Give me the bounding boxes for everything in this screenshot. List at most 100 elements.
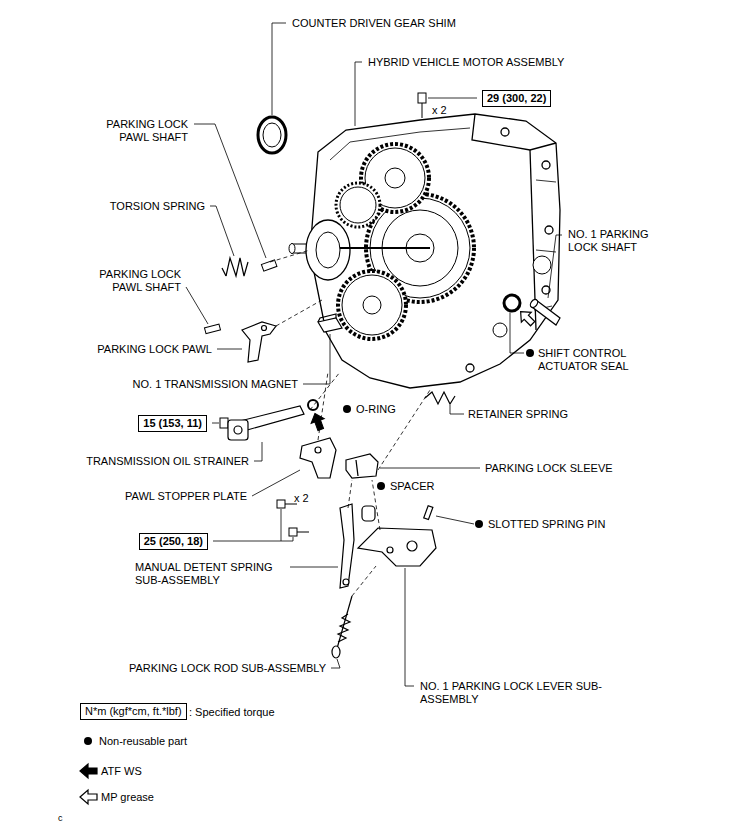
part-label: PARKING LOCK SLEEVE [485,462,613,475]
parking-lock-pawl [242,322,276,362]
bolt [418,93,426,103]
transmission-magnet [318,314,342,332]
housing [533,256,551,274]
housing [493,323,507,337]
oil-strainer [234,426,242,434]
legend-text: Non-reusable part [99,735,187,748]
non-reusable-dot [343,405,351,413]
leader-line [355,62,362,126]
parking-lock-rod [332,646,340,658]
leader-line [548,235,562,298]
legend-text: : Specified torque [189,706,275,719]
legend-arrow [80,764,97,778]
non-reusable-dot [84,737,92,745]
torque-value: 29 (300, 22) [487,92,546,104]
actuator-seal [504,295,520,311]
torque-value: N*m (kgf*cm, ft.*lbf) [85,705,182,717]
gear-set [289,144,474,339]
oil-strainer [228,420,248,440]
torsion-spring [222,258,248,276]
housing [472,114,556,150]
manual-detent-spring [340,504,354,588]
bolt [422,103,423,118]
leader-line [405,568,414,686]
leader-line [217,349,242,350]
part-label: TRANSMISSION OIL STRAINER [86,455,249,468]
part-label: NO. 1 PARKING LOCK LEVER SUB-ASSEMBLY [420,680,605,706]
transmission-magnet [318,314,336,322]
gear-set [316,232,340,268]
torque-value: 15 (153, 11) [143,417,202,429]
part-label: PARKING LOCK ROD SUB-ASSEMBLY [129,662,326,675]
gear-set [306,220,350,280]
part-label: NO. 1 PARKING LOCK SHAFT [568,228,668,254]
parking-lock-lever [387,547,393,553]
housing [466,364,474,372]
leader-line [213,509,281,541]
parking-lock-lever [358,528,436,566]
leader-line [194,124,266,258]
leader-line [303,334,330,384]
torsion-spring [222,268,226,276]
parking-lock-sleeve [356,460,358,476]
legend-text: MP grease [101,791,154,804]
leader-line [331,659,340,668]
spacer [362,506,375,521]
gear-set [363,296,381,314]
manual-detent-spring [340,504,354,588]
alignment-line [352,566,376,596]
part-label: PARKING LOCK PAWL [97,343,212,356]
actuator-seal [504,295,520,311]
retainer-spring [425,392,455,404]
leader-line [272,23,286,115]
gear-set [338,271,406,339]
alignment-line [348,480,352,508]
leader-line [254,442,262,461]
part-label: COUNTER DRIVEN GEAR SHIM [292,17,456,30]
leader-line [252,470,300,496]
gear-set [385,168,405,188]
bolt [297,532,309,533]
parking-lock-pawl-shaft [204,324,220,334]
non-reusable-dot [475,520,483,528]
mp-grease-arrow [516,307,538,329]
part-label: MANUAL DETENT SPRING SUB-ASSEMBLY [135,561,295,587]
gear-set [340,247,430,249]
alignment-line [270,250,430,596]
retainer-spring [425,392,455,404]
part-label: c [58,812,63,825]
part-label: O-RING [356,403,396,416]
parking-lock-shaft [529,298,539,309]
part-label: TORSION SPRING [110,200,205,213]
slotted-spring-pin [424,506,433,520]
pawl-stopper-plate [315,447,321,453]
parking-lock-pawl [262,326,267,331]
pawl-stopper-plate [300,438,336,478]
counter-driven-gear-shim [258,117,286,153]
leader-line [186,23,562,686]
parking-lock-lever [407,541,417,551]
leader-line [290,567,338,568]
legend-torque-box: N*m (kgf*cm, ft.*lbf) [80,703,187,720]
housing [545,226,553,234]
parking-lock-rod [338,614,350,642]
parking-lock-rod [336,596,352,652]
housing [542,161,550,169]
parking-lock-pawl [242,322,276,362]
atf-arrow [308,411,327,432]
legend-arrow [80,764,97,804]
leader-line [380,468,480,469]
manual-detent-spring [343,579,349,585]
part-label: PAWL STOPPER PLATE [125,490,247,503]
leader-line [510,313,524,353]
alignment-line [270,250,310,262]
part-label: x 2 [432,104,447,117]
part-label: HYBRID VEHICLE MOTOR ASSEMBLY [368,56,564,69]
counter-driven-gear-shim [258,117,286,153]
bolt [220,93,426,536]
torque-box: 29 (300, 22) [482,90,551,107]
legend-text: ATF WS [101,765,142,778]
leader-line [450,405,464,414]
legend-arrow [80,790,97,804]
